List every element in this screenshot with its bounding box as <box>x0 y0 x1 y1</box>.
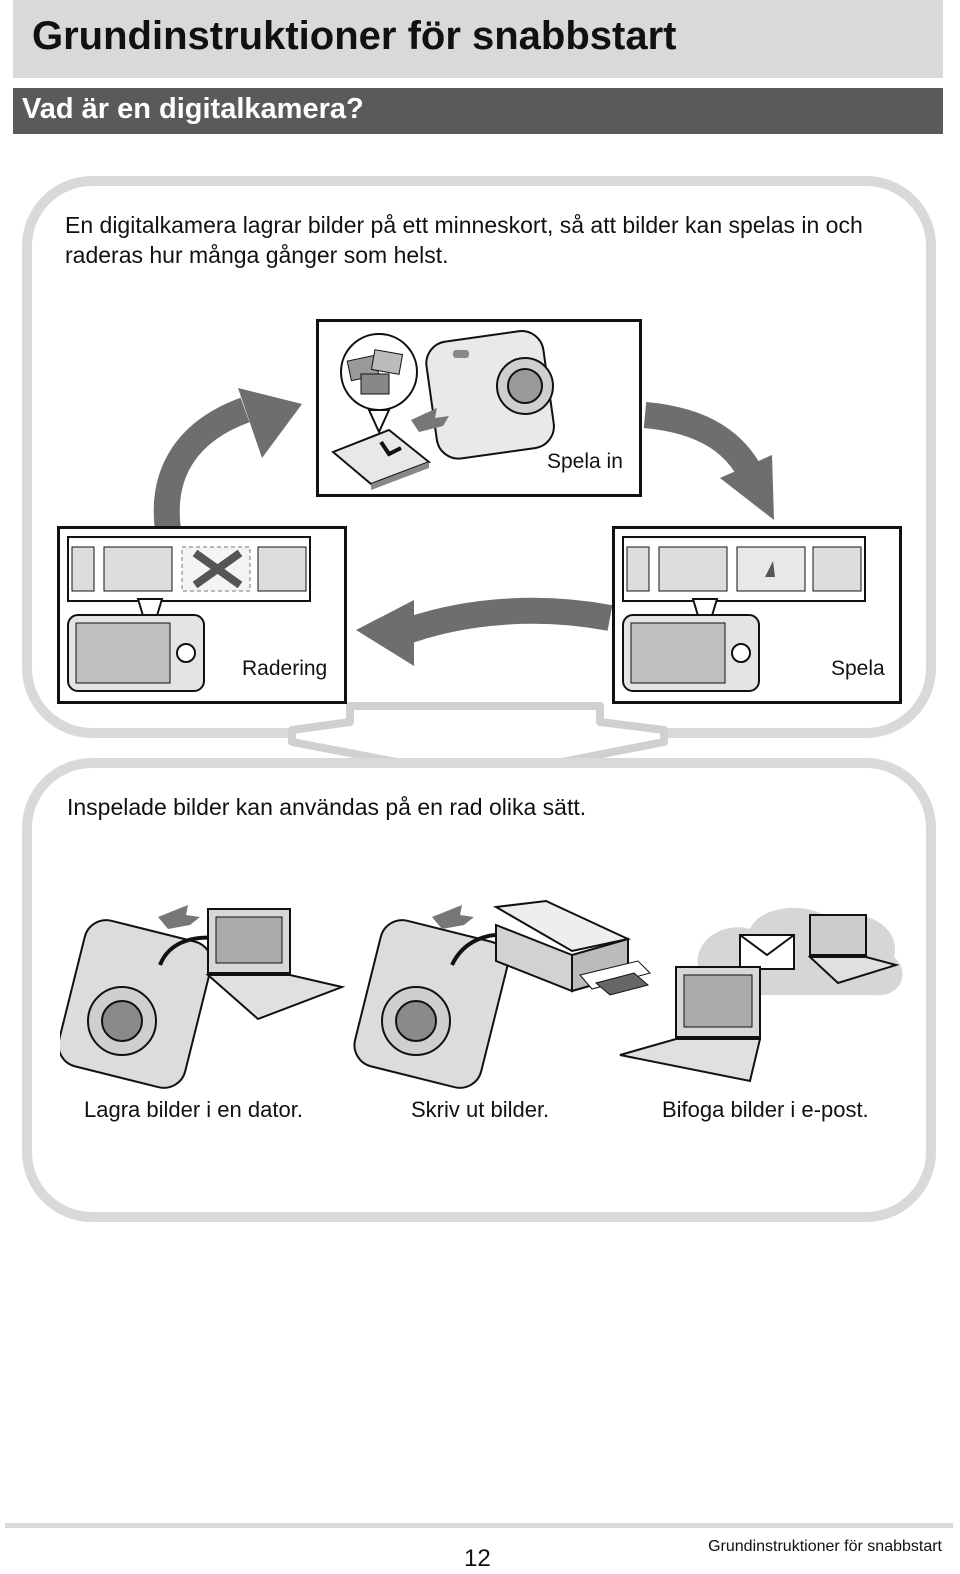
camera-icon <box>425 330 555 460</box>
laptop-icon <box>807 914 900 985</box>
filmstrip-icon <box>67 536 311 602</box>
printer-icon <box>492 899 651 996</box>
page-title: Grundinstruktioner för snabbstart <box>32 14 677 58</box>
camera-icon <box>353 919 509 1089</box>
record-label: Spela in <box>547 450 623 473</box>
delete-box: Radering <box>57 526 347 704</box>
play-box: Spela <box>612 526 902 704</box>
laptop-icon <box>205 908 346 1021</box>
camera-back-icon <box>67 614 205 692</box>
record-illustration <box>331 330 555 490</box>
page-number: 12 <box>464 1545 491 1572</box>
play-label: Spela <box>831 657 885 680</box>
section-title: Vad är en digitalkamera? <box>22 93 364 125</box>
caption-print: Skriv ut bilder. <box>411 1097 550 1122</box>
bubble-photos-icon <box>340 333 418 435</box>
play-illustration <box>622 536 866 692</box>
usage-illustrations <box>60 899 903 1089</box>
cycle-intro-text: En digitalkamera lagrar bilder på ett mi… <box>65 212 863 268</box>
laptop-icon <box>619 966 762 1083</box>
footer-divider <box>5 1523 953 1528</box>
delete-label: Radering <box>242 657 328 680</box>
caption-computer: Lagra bilder i en dator. <box>84 1097 303 1122</box>
section-bar <box>13 88 943 134</box>
camera-back-icon <box>622 614 760 692</box>
delete-illustration <box>67 536 311 692</box>
envelope-icon <box>739 934 795 970</box>
memory-card-icon <box>331 428 431 490</box>
filmstrip-icon <box>622 536 866 602</box>
footer-title: Grundinstruktioner för snabbstart <box>708 1538 942 1555</box>
usage-intro-text: Inspelade bilder kan användas på en rad … <box>67 794 587 820</box>
camera-icon <box>60 919 213 1089</box>
caption-email: Bifoga bilder i e-post. <box>662 1097 869 1122</box>
record-box: Spela in <box>316 319 642 497</box>
header-bar <box>13 0 943 78</box>
